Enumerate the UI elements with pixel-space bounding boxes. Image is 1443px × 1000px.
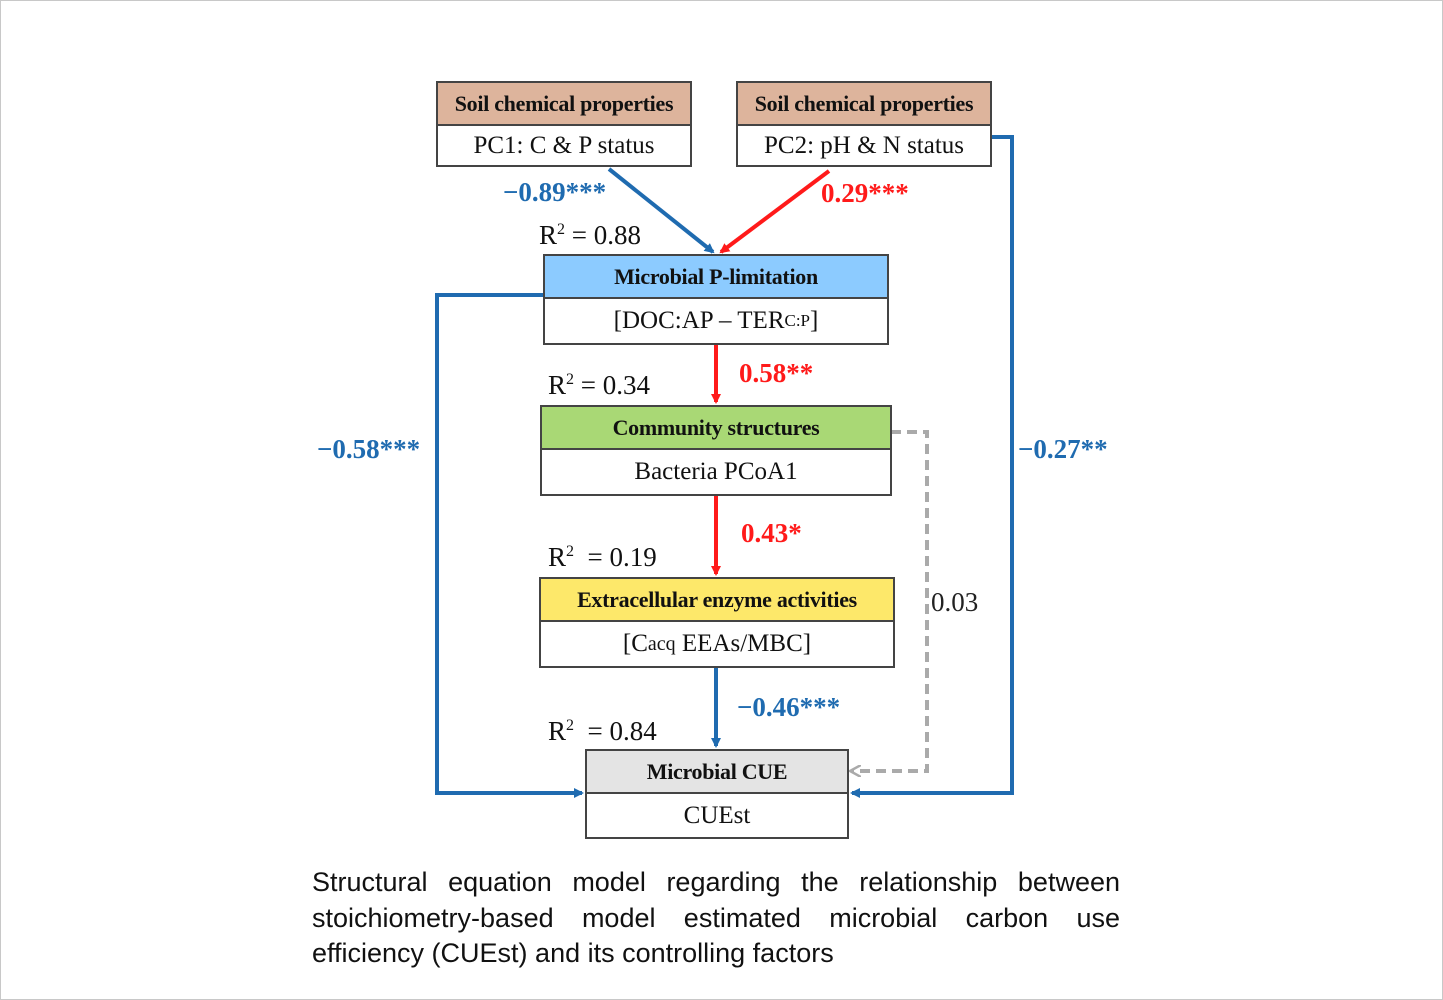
node-community: Community structures Bacteria PCoA1 (540, 405, 892, 496)
arrow-pc2-plim (719, 169, 831, 254)
node-body: PC1: C & P status (473, 131, 655, 159)
node-body: Bacteria PCoA1 (634, 458, 798, 485)
arrow-pc2-cue (850, 135, 1014, 798)
r2-eea: R2 = 0.19 (548, 542, 657, 572)
coef-pc1-plim: −0.89*** (503, 177, 607, 207)
node-body: PC2: pH & N status (763, 131, 965, 159)
node-header: Soil chemical properties (738, 83, 990, 126)
figure-caption: Structural equation model regarding the … (312, 867, 1120, 968)
coef-pc2-cue: −0.27** (1018, 434, 1108, 464)
coef-plim-cue: −0.58*** (317, 434, 421, 464)
node-header: Microbial P-limitation (545, 256, 887, 299)
r2-cue: R2 = 0.84 (548, 716, 657, 746)
coef-eea-cue: −0.46*** (737, 692, 841, 722)
coef-community-cue: 0.03 (931, 587, 979, 617)
node-header: Microbial CUE (587, 751, 847, 794)
body-text: [DOC:AP – TER (613, 307, 785, 334)
body-text: [C (622, 630, 648, 657)
r2-community: R2 = 0.34 (548, 370, 650, 400)
node-body: CUEst (683, 801, 751, 829)
coef-plim-community: 0.58** (739, 358, 814, 388)
node-pc2: Soil chemical properties PC2: pH & N sta… (736, 81, 992, 167)
arrow-plim-cue (435, 293, 584, 798)
coef-pc2-plim: 0.29*** (821, 178, 909, 208)
coef-community-eea: 0.43* (741, 518, 802, 548)
node-header: Community structures (542, 407, 890, 450)
node-cue: Microbial CUE CUEst (585, 749, 849, 839)
body-text: EEAs/MBC] (675, 630, 812, 657)
body-subscript: acq (647, 632, 676, 655)
node-pc1: Soil chemical properties PC1: C & P stat… (436, 81, 692, 167)
arrow-pc1-plim (607, 167, 715, 254)
body-text: ] (810, 307, 819, 334)
r2-plim: R2 = 0.88 (539, 220, 641, 250)
arrow-community-cue (852, 430, 929, 771)
node-header: Extracellular enzyme activities (541, 579, 893, 622)
body-subscript: C:P (784, 311, 811, 330)
node-header: Soil chemical properties (438, 83, 690, 126)
